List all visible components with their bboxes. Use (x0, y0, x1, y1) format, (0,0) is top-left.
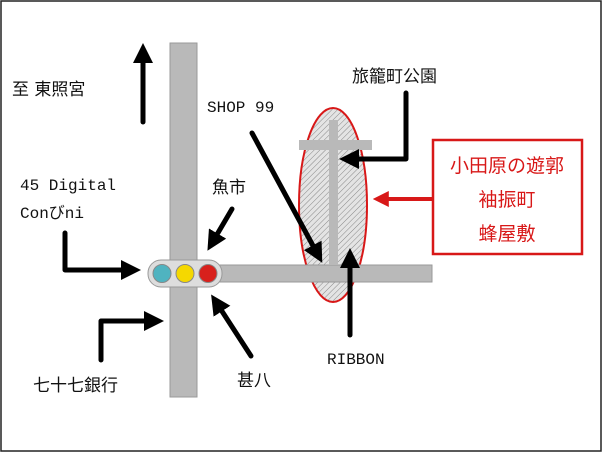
shop99-arrow-icon (249, 130, 323, 263)
cross-street (299, 140, 372, 150)
label-shop99: SHOP 99 (207, 99, 274, 117)
bank-arrow-icon (98, 311, 164, 363)
callout-line2: 袖振町 (478, 189, 535, 211)
callout-line1: 小田原の遊郭 (450, 155, 564, 177)
callout-box (431, 138, 584, 256)
label-park: 旅籠町公園 (352, 66, 437, 87)
label-bank: 七十七銀行 (33, 376, 118, 396)
label-jinpachi: 甚八 (237, 371, 271, 391)
label-digital-line2: Conびni (20, 204, 84, 223)
jinpachi-arrow-icon (211, 294, 254, 359)
label-fish-market: 魚市 (212, 178, 246, 198)
label-ribbon: RIBBON (327, 351, 385, 369)
fish-market-arrow-icon (207, 206, 235, 251)
label-toshogu: 至 東照宮 (12, 80, 85, 100)
park-arrow-icon (339, 90, 409, 169)
digital-arrow-icon (62, 230, 141, 280)
main-road-vertical (169, 42, 198, 398)
callout-line3: 蜂屋敷 (478, 223, 535, 245)
label-digital-line1: 45 Digital (20, 177, 116, 195)
side-street (329, 120, 338, 265)
traffic-light-icon (147, 259, 223, 288)
road-horizontal (196, 264, 433, 283)
